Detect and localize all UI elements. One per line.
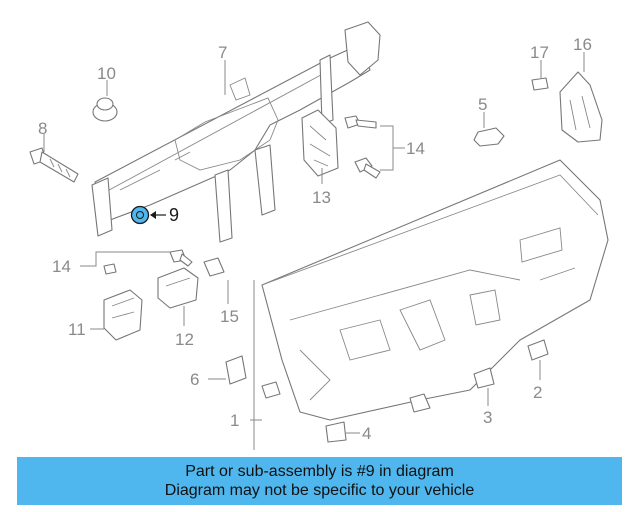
- part-8-bolt: [29, 147, 79, 183]
- part-1-instrument-panel: [261, 159, 609, 421]
- leader-9-arrow: [150, 211, 156, 219]
- callout-16: 16: [573, 35, 592, 54]
- part-3-clip: [473, 367, 495, 389]
- callout-2: 2: [533, 383, 542, 402]
- part-5-clip: [473, 127, 505, 147]
- part-6-clip: [225, 355, 247, 385]
- part-10-grommet: [92, 97, 118, 122]
- part-13-bracket: [301, 109, 339, 177]
- callout-5: 5: [478, 95, 487, 114]
- callout-12: 12: [175, 330, 194, 349]
- callout-15: 15: [220, 307, 239, 326]
- callout-8: 8: [38, 119, 47, 138]
- panel-clip-left: [261, 381, 281, 399]
- callout-4: 4: [362, 424, 371, 443]
- callout-17: 17: [530, 43, 549, 62]
- callout-13: 13: [312, 188, 331, 207]
- callout-14-upper: 14: [406, 139, 425, 158]
- part-14-bolts-lower: [103, 249, 193, 275]
- part-7-cross-car-beam: [91, 21, 381, 243]
- part-9-clip: [130, 205, 150, 225]
- parts-diagram: 7 8 10 9 13 14 5 17 16 14 11 12 15 6 1 3…: [29, 21, 609, 450]
- part-15-clip: [203, 257, 225, 277]
- callout-1: 1: [230, 411, 239, 430]
- callout-14-lower: 14: [52, 257, 71, 276]
- part-2-clip: [527, 339, 549, 361]
- banner-line-2: Diagram may not be specific to your vehi…: [164, 482, 475, 499]
- panel-clip-lower: [409, 393, 431, 413]
- part-12-bracket: [157, 267, 199, 309]
- part-17-clip: [531, 77, 549, 91]
- part-14-screws-upper: [344, 115, 381, 179]
- leader-14-lower: [80, 251, 170, 267]
- part-16-side-panel: [559, 71, 603, 143]
- leader-14-upper: [380, 125, 394, 171]
- info-banner: Part or sub-assembly is #9 in diagram Di…: [17, 457, 622, 505]
- callout-10: 10: [97, 64, 116, 83]
- callout-9: 9: [169, 205, 179, 225]
- callout-6: 6: [190, 370, 199, 389]
- callout-3: 3: [483, 408, 492, 427]
- part-11-bracket: [103, 289, 143, 341]
- banner-line-1: Part or sub-assembly is #9 in diagram: [185, 463, 454, 480]
- part-4-clip: [325, 421, 347, 443]
- callout-11: 11: [68, 320, 86, 339]
- callout-7: 7: [218, 43, 227, 62]
